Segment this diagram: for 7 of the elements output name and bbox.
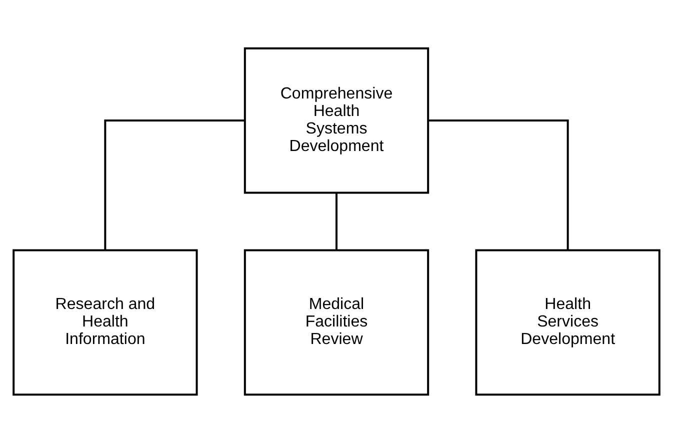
node-box: Comprehensive Health Systems Development [244, 46, 430, 194]
connector [428, 119, 569, 250]
node-box: Research and Health Information [12, 248, 198, 396]
connector [104, 119, 244, 250]
node-box: Medical Facilities Review [244, 248, 430, 396]
node-box: Health Services Development [475, 248, 660, 396]
connector [336, 192, 338, 250]
